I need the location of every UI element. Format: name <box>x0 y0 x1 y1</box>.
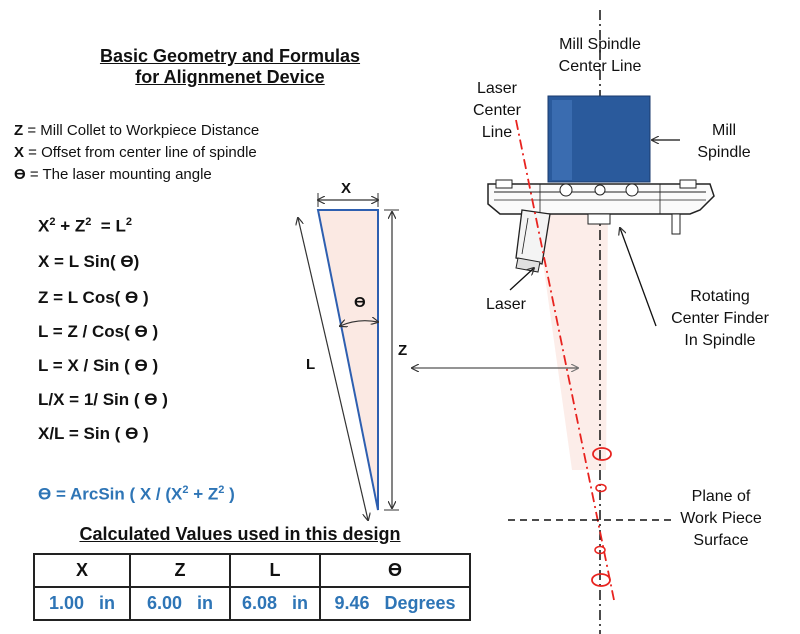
page-title: Basic Geometry and Formulas for Alignmen… <box>90 46 370 88</box>
laser-spot-1 <box>592 447 612 461</box>
laser-pointer <box>509 268 534 291</box>
title-line-2: for Alignmenet Device <box>135 67 325 87</box>
calculated-values-table: X Z L Ɵ 1.00 in 6.00 in 6.08 in 9.46 Deg… <box>33 553 471 621</box>
rotating-center-finder-label: Rotating Center Finder In Spindle <box>671 288 769 349</box>
mill-spindle-label: Mill Spindle <box>697 122 751 161</box>
title-line-1: Basic Geometry and Formulas <box>99 46 361 66</box>
laser-label: Laser <box>485 296 527 313</box>
theta-formula: Ɵ = ArcSin ( X / (X2 + Z2 ) <box>38 484 235 504</box>
definition-theta: Ɵ = The laser mounting angle <box>14 166 212 183</box>
laser-spot-2 <box>595 483 607 493</box>
rotating-center-finder-device <box>487 179 715 235</box>
formula-pythagoras: X2 + Z2 = L2 <box>38 216 132 236</box>
workpiece-plane-label: Plane of Work Piece Surface <box>680 488 762 549</box>
l-dimension-line <box>298 218 368 520</box>
formula-l-cos: L = Z / Cos( Ɵ ) <box>38 322 159 341</box>
formula-l-sin: L = X / Sin ( Ɵ ) <box>38 356 159 375</box>
mill-spindle-shade <box>552 100 572 180</box>
rotating-finder-pointer <box>620 228 657 327</box>
table-header-row: X Z L Ɵ <box>33 553 471 588</box>
formula-x-over-l: X/L = Sin ( Ɵ ) <box>38 424 149 443</box>
calculated-values-title: Calculated Values used in this design <box>79 524 401 544</box>
value-theta: 9.46 Degrees <box>319 586 471 621</box>
laser-beam-cone <box>535 205 608 470</box>
triangle-label-x: X <box>341 180 352 197</box>
formula-x: X = L Sin( Ɵ) <box>38 252 140 271</box>
laser-spot-3 <box>594 545 606 555</box>
laser-center-line-label: Laser Center Line <box>472 80 522 141</box>
theta-angle-arc <box>340 321 378 326</box>
triangle-label-theta: Ɵ <box>354 294 366 311</box>
formula-z: Z = L Cos( Ɵ ) <box>38 288 149 307</box>
table-row: 1.00 in 6.00 in 6.08 in 9.46 Degrees <box>33 586 471 621</box>
definition-z: Z = Mill Collet to Workpiece Distance <box>14 122 260 139</box>
laser-spot-4 <box>591 573 611 587</box>
angle-triangle <box>316 209 379 511</box>
value-z: 6.00 in <box>129 586 231 621</box>
definitions: Z = Mill Collet to Workpiece Distance X … <box>14 120 259 186</box>
definition-x: X = Offset from center line of spindle <box>14 144 257 161</box>
header-z: Z <box>129 553 231 588</box>
header-theta: Ɵ <box>319 553 471 588</box>
mill-spindle-center-line-label: Mill Spindle Center Line <box>558 36 642 75</box>
laser-module <box>515 209 551 273</box>
formula-l-over-x: L/X = 1/ Sin ( Ɵ ) <box>38 390 168 409</box>
header-l: L <box>229 553 321 588</box>
value-l: 6.08 in <box>229 586 321 621</box>
triangle-label-z: Z <box>398 342 408 359</box>
header-x: X <box>33 553 131 588</box>
triangle-label-l: L <box>306 356 316 373</box>
value-x: 1.00 in <box>33 586 131 621</box>
